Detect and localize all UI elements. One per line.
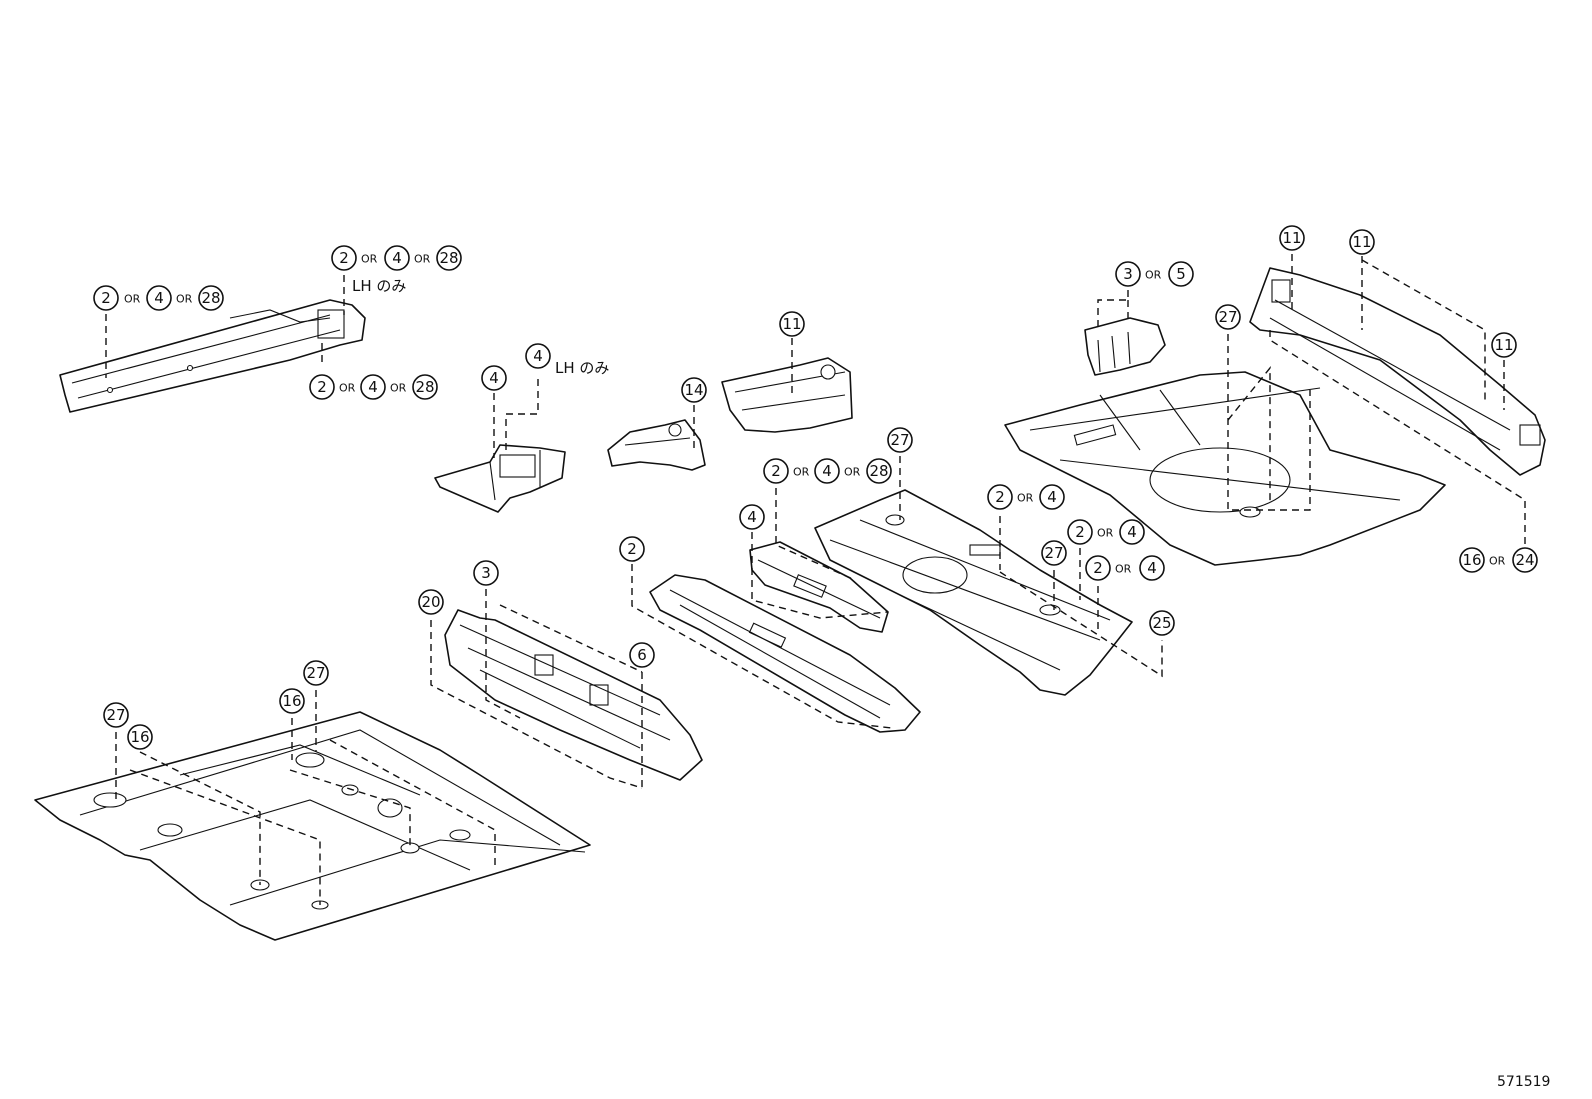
or-connector: OR [1145, 269, 1162, 282]
rear-bracket-3-5-part [1084, 317, 1166, 376]
floor-reinforcement-11-part [721, 357, 853, 433]
callout-number: 4 [154, 289, 164, 307]
callout-number: 16 [130, 728, 149, 746]
callout-number: 4 [1047, 488, 1057, 506]
floor-crossmember-2-part [649, 574, 921, 733]
callout-number: 4 [747, 508, 757, 526]
callout-group-center-floor-3: 2 OR 4 [1085, 555, 1165, 581]
or-connector: OR [176, 293, 193, 306]
lh-only-note: LH のみ [555, 359, 609, 377]
callout-number: 4 [489, 369, 499, 387]
rear-floor-pan-part [1004, 371, 1446, 566]
callout-number: 27 [1044, 544, 1063, 562]
callout-number: 2 [339, 249, 349, 267]
callout-group-rear-side: 16 OR 24 [1459, 547, 1538, 573]
or-connector: OR [793, 466, 810, 479]
callout-number: 3 [481, 564, 491, 582]
rear-side-member-part [1249, 267, 1546, 476]
or-connector: OR [339, 382, 356, 395]
center-floor-panel-part [814, 489, 1133, 696]
callout-number: 24 [1515, 551, 1534, 569]
callout-number: 14 [684, 381, 703, 399]
callout-group-front-left: 2 OR 4 OR 28 [93, 285, 224, 311]
callout-number: 16 [282, 692, 301, 710]
callout-number: 2 [101, 289, 111, 307]
or-connector: OR [414, 253, 431, 266]
or-connector: OR [1115, 563, 1132, 576]
callout-number: 2 [995, 488, 1005, 506]
front-floor-panel-part [34, 711, 591, 941]
callout-number: 4 [368, 378, 378, 396]
figure-id: 571519 [1497, 1074, 1550, 1090]
floor-crossmember-4-part [749, 541, 889, 633]
or-connector: OR [1017, 492, 1034, 505]
floor-bracket-4-part [434, 444, 566, 513]
callout-number: 27 [106, 706, 125, 724]
callout-number: 27 [306, 664, 325, 682]
callout-number: 11 [1282, 229, 1301, 247]
callout-number: 11 [782, 315, 801, 333]
callout-number: 2 [771, 462, 781, 480]
callout-number: 4 [822, 462, 832, 480]
callout-number: 4 [1127, 523, 1137, 541]
lh-only-note: LH のみ [352, 277, 406, 295]
callout-group-center: 2 OR 4 OR 28 [763, 458, 892, 484]
callout-number: 28 [415, 378, 434, 396]
callout-number: 28 [869, 462, 888, 480]
callout-group-rear-bracket: 3 OR 5 [1115, 261, 1194, 287]
callout-number: 11 [1352, 233, 1371, 251]
floor-bracket-14-part [607, 419, 706, 471]
callout-number: 27 [1218, 308, 1237, 326]
callout-number: 2 [1093, 559, 1103, 577]
callout-number: 3 [1123, 265, 1133, 283]
or-connector: OR [390, 382, 407, 395]
callout-number: 11 [1494, 336, 1513, 354]
callout-number: 28 [439, 249, 458, 267]
callout-number: 5 [1176, 265, 1186, 283]
or-connector: OR [844, 466, 861, 479]
callout-number: 2 [1075, 523, 1085, 541]
or-connector: OR [124, 293, 141, 306]
callout-group-front-lower: 2 OR 4 OR 28 [309, 374, 438, 400]
leader-lines [105, 254, 1526, 905]
floor-crossmember-3-part [444, 609, 703, 781]
front-side-member-part [59, 299, 366, 413]
callout-number: 25 [1152, 614, 1171, 632]
callout-group-front-top: 2 OR 4 OR 28 LH のみ [331, 245, 462, 295]
callout-number: 28 [201, 289, 220, 307]
callout-group-center-floor-2: 2 OR 4 [1067, 519, 1145, 545]
callout-number: 16 [1462, 551, 1481, 569]
callout-number: 2 [627, 540, 637, 558]
callout-number: 27 [890, 431, 909, 449]
callout-number: 4 [1147, 559, 1157, 577]
callout-number: 4 [533, 347, 543, 365]
or-connector: OR [1097, 527, 1114, 540]
callout-number: 20 [421, 593, 440, 611]
callouts: 2 OR 4 OR 28 2 OR 4 OR 28 LH のみ 2 OR 4 [93, 225, 1538, 750]
callout-group-center-floor-1: 2 OR 4 [987, 484, 1065, 510]
callout-number: 2 [317, 378, 327, 396]
or-connector: OR [361, 253, 378, 266]
or-connector: OR [1489, 555, 1506, 568]
callout-number: 4 [392, 249, 402, 267]
callout-number: 6 [637, 646, 647, 664]
